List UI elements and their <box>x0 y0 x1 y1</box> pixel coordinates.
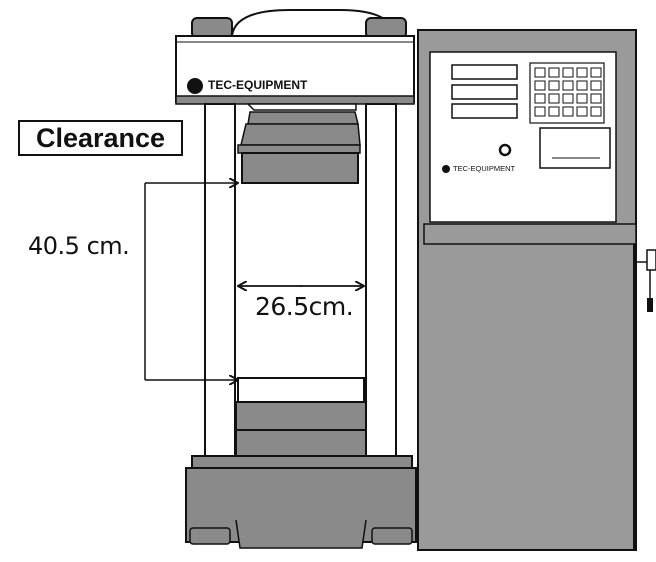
width-dimension-label: 26.5cm. <box>255 292 354 321</box>
machine-brand-label: TEC-EQUIPMENT <box>208 78 308 92</box>
display-readouts <box>451 64 518 119</box>
keypad <box>529 62 605 124</box>
machine-base <box>185 455 417 549</box>
printer-slot <box>539 127 611 169</box>
machine-logo-icon <box>187 78 203 94</box>
lower-platen <box>237 377 365 403</box>
upper-platen <box>237 103 361 184</box>
cabinet-logo-icon <box>442 165 450 173</box>
cabinet-brand-label: TEC-EQUIPMENT <box>453 164 516 173</box>
right-column <box>365 103 397 465</box>
height-dimension-label: 40.5 cm. <box>28 232 130 260</box>
control-cabinet <box>417 29 656 551</box>
press-frame <box>175 9 417 549</box>
clearance-title: Clearance <box>18 120 183 156</box>
left-column <box>204 103 236 465</box>
hose-fitting <box>636 249 656 312</box>
height-dimension <box>144 183 238 380</box>
control-knob <box>498 143 512 157</box>
crosshead <box>175 35 415 103</box>
